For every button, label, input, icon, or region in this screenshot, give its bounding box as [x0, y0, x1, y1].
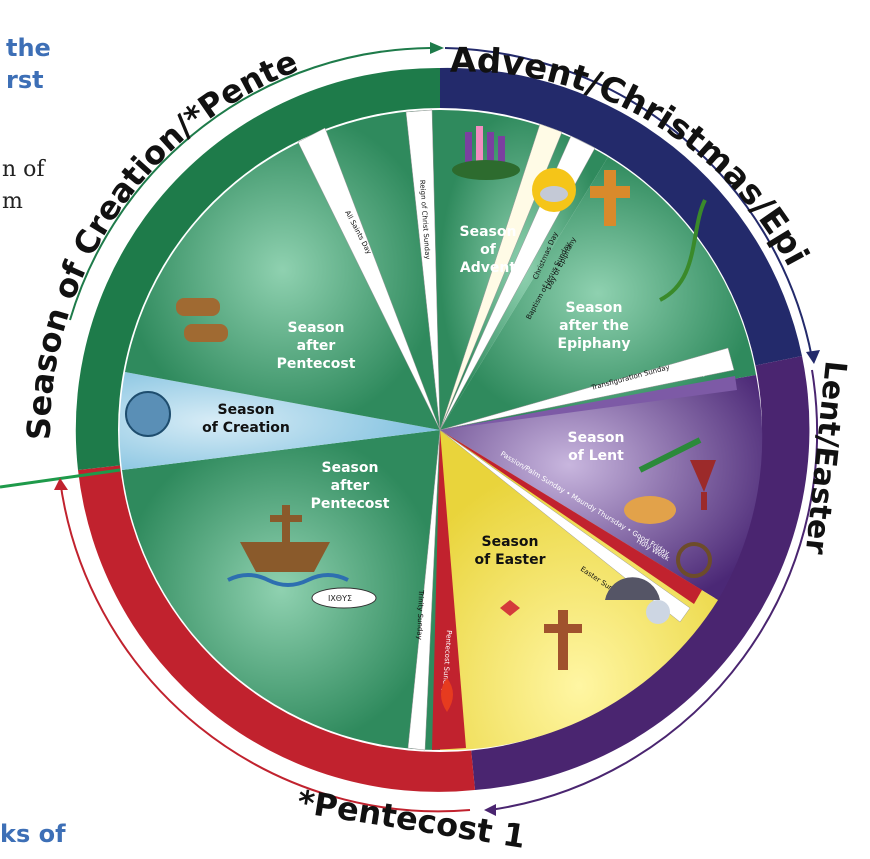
- season-easter-line1: Season: [482, 534, 539, 550]
- season-after-pentecost-lower-line3: Pentecost: [311, 496, 390, 512]
- arrow-heads: [54, 42, 820, 816]
- wedge-after-pentecost-upper: [125, 109, 440, 430]
- arrow-green: [69, 47, 431, 321]
- wedge-epiphany: [440, 157, 756, 430]
- flame-icon: [441, 678, 453, 712]
- season-after-pentecost-lower-line1: Season: [322, 460, 379, 476]
- season-easter-line2: of Easter: [474, 552, 545, 568]
- palm-chalice-icon: [624, 437, 716, 524]
- outer-arrows: [0, 47, 819, 813]
- season-lent-line1: Season: [568, 430, 625, 446]
- wedge-lent: [440, 375, 763, 600]
- fish-text: IXΘYΣ: [328, 594, 352, 603]
- cropped-heading-fragment: rst: [6, 66, 44, 94]
- season-after-pentecost-upper-line2: after: [297, 338, 336, 354]
- season-advent-line1: Season: [460, 224, 517, 240]
- season-labels-pentecost: Season after Pentecost Season after Pent…: [277, 320, 390, 512]
- season-epiphany-line1: Season: [566, 300, 623, 316]
- earth-leaf-icon: [125, 391, 171, 437]
- butterfly-icon: [500, 600, 520, 616]
- advent-candles-icon: [452, 126, 520, 180]
- sandals-icon: [176, 298, 228, 342]
- stone-icon: [646, 600, 670, 624]
- season-lent-line2: of Lent: [568, 448, 624, 464]
- season-advent-line2: of: [480, 242, 497, 258]
- vine-icon: [659, 199, 707, 302]
- season-creation-line1: Season: [218, 402, 275, 418]
- arrow-purple: [489, 369, 819, 811]
- season-epiphany-line2: after the: [559, 318, 629, 334]
- illustrations: IXΘYΣ: [125, 126, 716, 712]
- season-advent-line3: Advent: [460, 260, 516, 276]
- manger-sun-icon: [532, 168, 576, 212]
- outer-label-pentecost-1: *Pentecost 1: [295, 782, 528, 856]
- wedge-creation: [119, 372, 441, 470]
- season-after-pentecost-upper-line1: Season: [288, 320, 345, 336]
- season-after-pentecost-upper-line3: Pentecost: [277, 356, 356, 372]
- cropped-body-fragment: m: [2, 189, 23, 214]
- season-labels: Season of Advent Season after the Epipha…: [460, 224, 631, 464]
- season-creation-line2: of Creation: [202, 420, 290, 436]
- crown-of-thorns-icon: [676, 542, 712, 578]
- wedge-after-pentecost-lower: [122, 430, 440, 751]
- season-epiphany-line3: Epiphany: [558, 336, 631, 352]
- cropped-body-fragment: n of: [2, 157, 45, 182]
- cross-icon: [590, 170, 630, 226]
- tomb-icon: [605, 577, 660, 600]
- empty-cross-icon: [544, 610, 582, 670]
- arrow-red: [59, 479, 471, 813]
- boat-icon: [227, 505, 349, 587]
- label-trinity-sunday: Trinity Sunday: [415, 589, 425, 640]
- arrow-navy: [444, 47, 813, 359]
- fish-icon: IXΘYΣ: [311, 587, 377, 609]
- wedge-easter: [440, 430, 718, 751]
- season-after-pentecost-lower-line2: after: [331, 478, 370, 494]
- cropped-heading-fragment: the: [6, 34, 51, 62]
- cropped-heading-fragment: ks of: [0, 820, 66, 848]
- season-labels-dark: Season of Easter Season of Creation: [202, 402, 545, 568]
